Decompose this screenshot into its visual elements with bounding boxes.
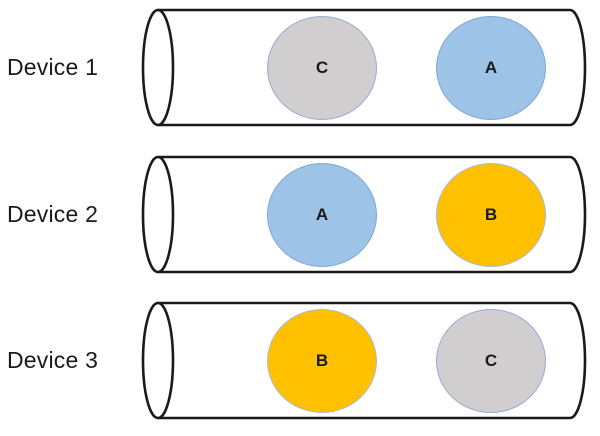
data-circle: A: [267, 163, 377, 267]
data-circle: B: [267, 309, 377, 413]
circle-letter: B: [315, 351, 329, 370]
circle-letter: A: [315, 205, 329, 224]
circle-letter: A: [484, 58, 498, 77]
device-label: Device 3: [7, 347, 99, 373]
circle-letter: B: [484, 205, 498, 224]
circle-letter: C: [484, 351, 498, 370]
data-circle: C: [267, 16, 377, 120]
device-label: Device 2: [7, 201, 99, 227]
device-row: Device 1 C A: [0, 0, 600, 135]
device-label: Device 1: [7, 54, 99, 80]
data-circle: C: [436, 309, 546, 413]
device-row: Device 2 A B: [0, 147, 600, 282]
device-row: Device 3 B C: [0, 293, 600, 428]
data-circle: A: [436, 16, 546, 120]
data-circle: B: [436, 163, 546, 267]
circle-letter: C: [315, 58, 329, 77]
